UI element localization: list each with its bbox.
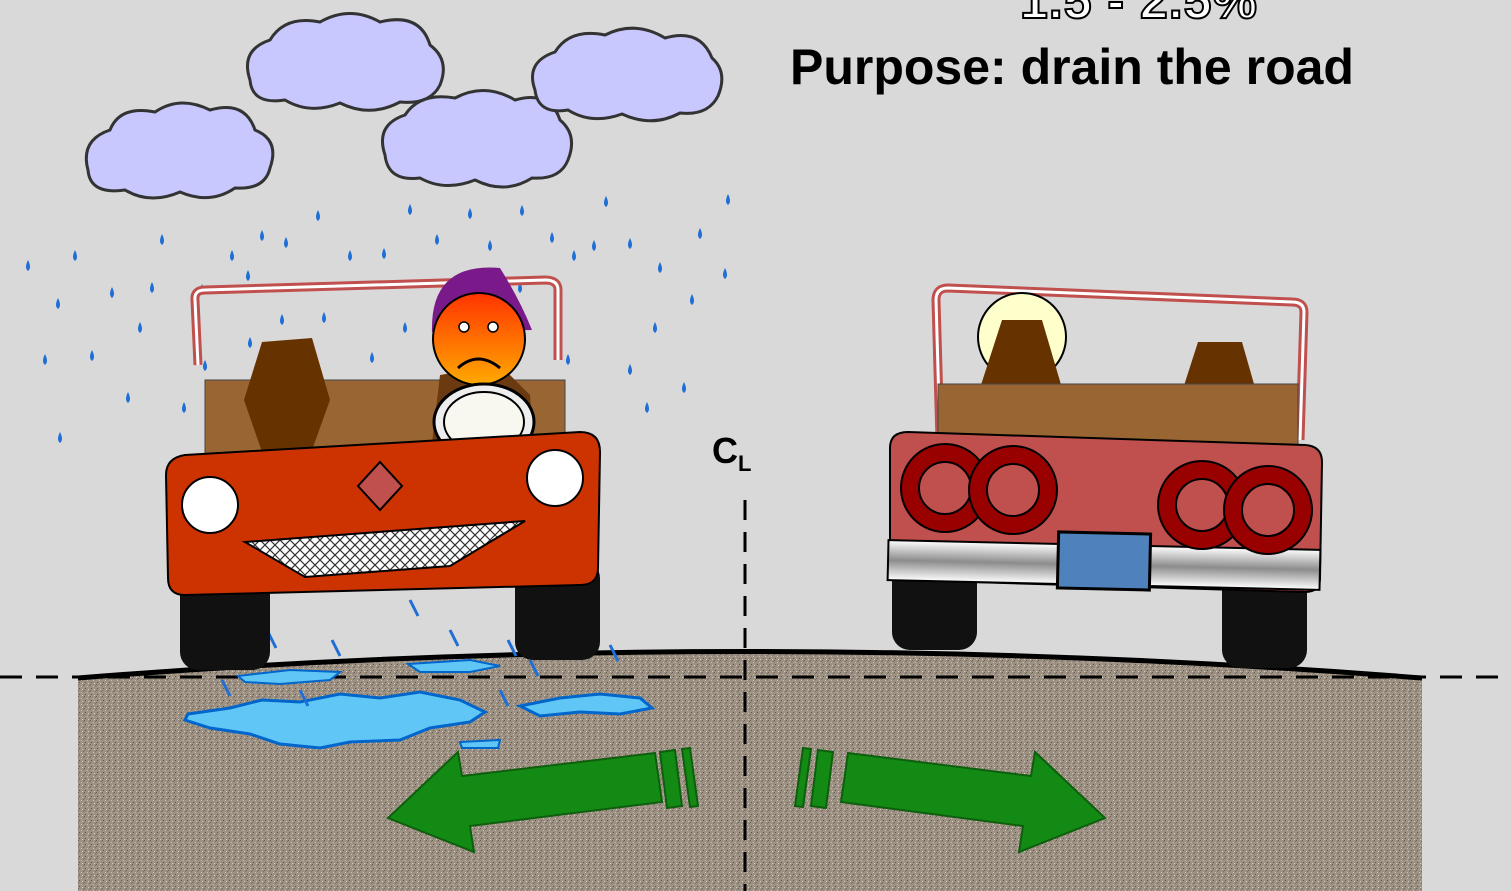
- raindrop: [26, 260, 30, 271]
- raindrop: [348, 250, 352, 261]
- raindrop: [723, 268, 727, 279]
- raindrop: [56, 298, 60, 309]
- raindrop: [488, 240, 492, 251]
- raindrop: [604, 196, 608, 207]
- raindrop: [138, 322, 142, 333]
- raindrop: [628, 238, 632, 249]
- purpose-label: Purpose: drain the road: [790, 38, 1354, 96]
- cloud-icon: [86, 14, 722, 199]
- raindrop: [403, 322, 407, 333]
- raindrop: [58, 432, 62, 443]
- rain-streak: [450, 630, 458, 646]
- raindrop: [260, 230, 264, 241]
- raindrop: [316, 210, 320, 221]
- raindrop: [110, 287, 114, 298]
- raindrop: [182, 402, 186, 413]
- pavement: [78, 652, 1422, 891]
- raindrop: [408, 204, 412, 215]
- raindrop: [284, 237, 288, 248]
- raindrop: [370, 352, 374, 363]
- raindrop: [520, 205, 524, 216]
- raindrop: [230, 250, 234, 261]
- raindrop: [628, 364, 632, 375]
- cross-slope-label: 1.5 - 2.5%: [1020, 0, 1258, 30]
- raindrop: [658, 262, 662, 273]
- centerline-label: CL: [712, 430, 751, 477]
- raindrop: [160, 234, 164, 245]
- car-rear-icon: [888, 288, 1322, 668]
- centerline-label-sub: L: [738, 451, 751, 476]
- raindrop: [690, 294, 694, 305]
- raindrop: [280, 314, 284, 325]
- raindrop: [248, 337, 252, 348]
- raindrop: [592, 240, 596, 251]
- car-front-icon: [166, 268, 600, 670]
- raindrop: [698, 228, 702, 239]
- raindrop: [203, 360, 207, 371]
- raindrop: [435, 234, 439, 245]
- centerline-label-main: C: [712, 430, 738, 471]
- raindrop: [645, 402, 649, 413]
- raindrop: [550, 232, 554, 243]
- raindrop: [382, 248, 386, 259]
- rain-streak: [410, 600, 418, 616]
- raindrop: [653, 322, 657, 333]
- frown-face-icon: [433, 293, 525, 385]
- raindrop: [726, 194, 730, 205]
- raindrop: [126, 392, 130, 403]
- raindrop: [73, 250, 77, 261]
- raindrop: [572, 250, 576, 261]
- raindrop: [682, 382, 686, 393]
- raindrop: [246, 270, 250, 281]
- raindrop: [322, 312, 326, 323]
- raindrop: [566, 354, 570, 365]
- raindrop: [468, 208, 472, 219]
- raindrop: [90, 350, 94, 361]
- raindrop: [150, 282, 154, 293]
- raindrop: [43, 354, 47, 365]
- rain-streak: [332, 640, 340, 656]
